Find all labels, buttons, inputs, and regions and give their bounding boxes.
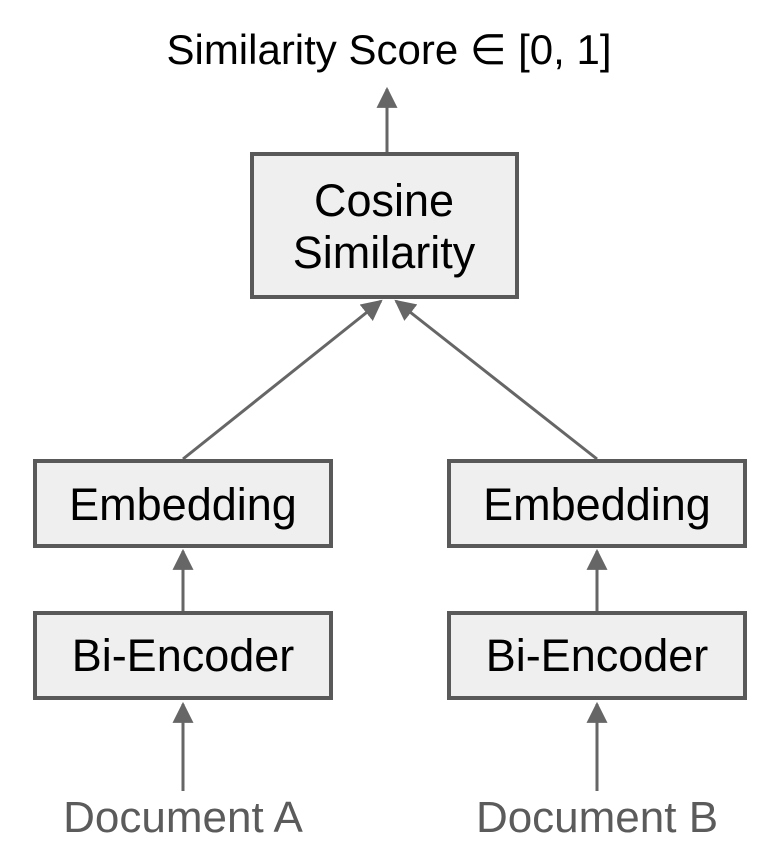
bi-encoder-b-box xyxy=(447,611,747,700)
arrow-embedding-b-to-cosine xyxy=(394,299,598,461)
bi-encoder-a-box xyxy=(33,611,333,700)
embedding-a-node: Embedding xyxy=(33,459,333,548)
embedding-b-box xyxy=(447,459,747,548)
bi-encoder-a-label: Bi-Encoder xyxy=(72,630,295,681)
bi-encoder-b-label: Bi-Encoder xyxy=(486,630,709,681)
cosine-similarity-label-line2: Similarity xyxy=(293,227,476,278)
embedding-b-node: Embedding xyxy=(447,459,747,548)
bi-encoder-a-node: Bi-Encoder xyxy=(33,611,333,700)
arrow-embedding-a-to-cosine xyxy=(182,299,383,461)
cosine-similarity-node: Cosine Similarity xyxy=(250,152,519,299)
cosine-similarity-label-line1: Cosine xyxy=(314,175,454,226)
bi-encoder-b-node: Bi-Encoder xyxy=(447,611,747,700)
similarity-score-label: Similarity Score ∈ [0, 1] xyxy=(166,26,611,73)
embedding-b-label: Embedding xyxy=(483,479,711,530)
cosine-similarity-box xyxy=(250,152,519,299)
document-b-label: Document B xyxy=(476,793,718,842)
embedding-a-label: Embedding xyxy=(69,479,297,530)
embedding-a-box xyxy=(33,459,333,548)
document-a-label: Document A xyxy=(63,793,303,842)
